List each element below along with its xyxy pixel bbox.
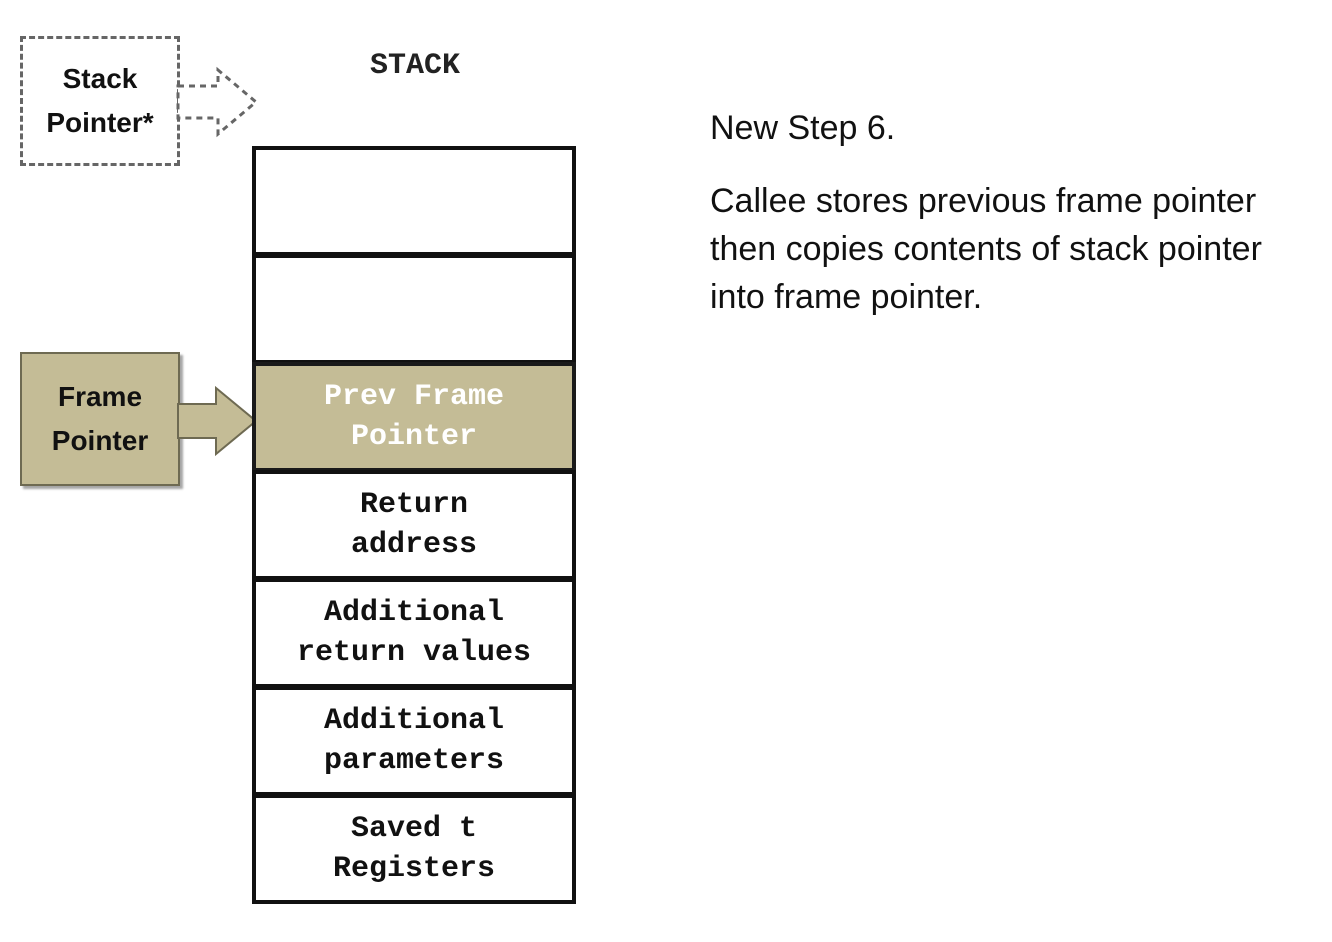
stack-slot-additional-parameters: Additional parameters bbox=[252, 686, 576, 796]
stack-pointer-box: Stack Pointer* bbox=[20, 36, 180, 166]
stack-slot-empty-1 bbox=[252, 146, 576, 256]
stack-slot-prev-frame-pointer: Prev Frame Pointer bbox=[252, 362, 576, 472]
step-description: Callee stores previous frame pointer the… bbox=[710, 182, 1262, 316]
step-title: New Step 6. bbox=[710, 109, 896, 147]
stack-slot-additional-return-values: Additional return values bbox=[252, 578, 576, 688]
stack-slot-saved-t-registers: Saved t Registers bbox=[252, 794, 576, 904]
stack-slot-return-address: Return address bbox=[252, 470, 576, 580]
frame-pointer-box: Frame Pointer bbox=[20, 352, 180, 486]
step-text-block: New Step 6. Callee stores previous frame… bbox=[710, 104, 1320, 321]
dashed-right-arrow-icon bbox=[176, 66, 259, 138]
right-block-arrow-icon bbox=[177, 385, 258, 457]
stack-title: STACK bbox=[369, 49, 460, 83]
stack-column: Prev Frame Pointer Return address Additi… bbox=[252, 146, 576, 910]
stack-slot-empty-2 bbox=[252, 254, 576, 364]
